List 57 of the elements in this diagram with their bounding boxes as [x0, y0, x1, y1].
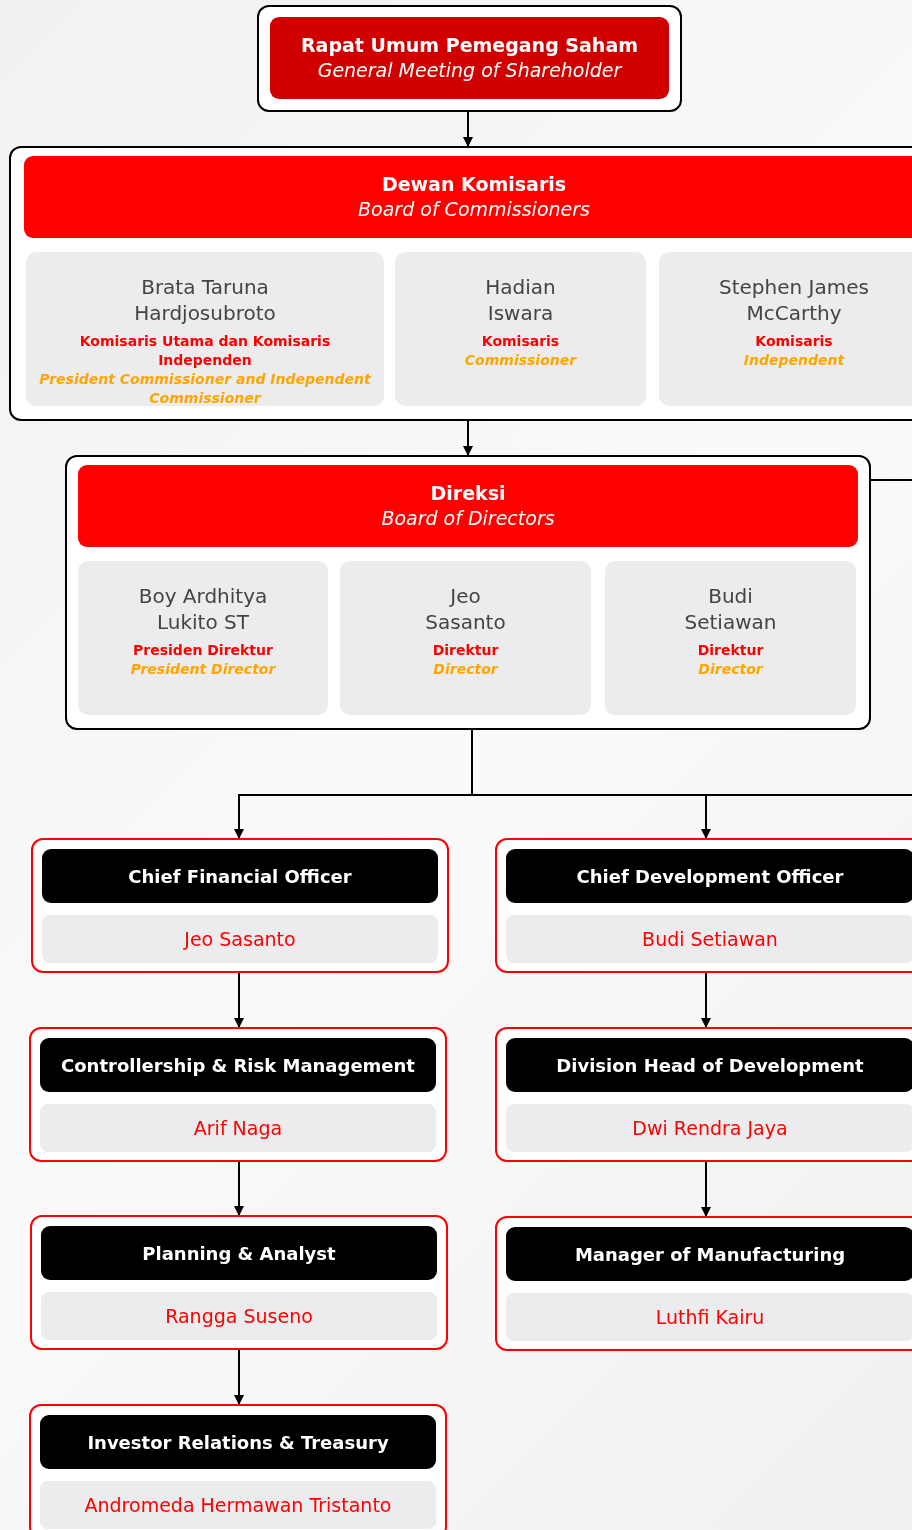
role: Komisaris Utama dan Komisaris Independen — [78, 332, 332, 370]
connector-line — [234, 972, 244, 1028]
position-title: Manager of Manufacturing — [506, 1227, 912, 1281]
person-name: Jeo Sasanto — [424, 583, 507, 635]
person-name: Boy Ardhitya Lukito ST — [137, 583, 269, 635]
person-name: Hadian Iswara — [484, 274, 557, 326]
position-box — [495, 1216, 912, 1351]
connector-line — [701, 1161, 711, 1217]
position-box — [29, 1404, 447, 1530]
title: Dewan Komisaris — [381, 172, 567, 197]
position-box — [29, 1027, 447, 1162]
position-box — [30, 1215, 448, 1350]
connector-line — [463, 420, 473, 456]
role-english: President Director — [130, 660, 276, 679]
english-title: Board of Directors — [381, 506, 555, 531]
connector-line — [463, 111, 473, 147]
role-english: Independent — [743, 351, 845, 370]
position-title: Controllership & Risk Management — [40, 1038, 436, 1092]
person-name: Brata Taruna Hardjosubroto — [133, 274, 277, 326]
role: Direktur — [432, 641, 499, 660]
title: Rapat Umum Pemegang Saham — [300, 33, 638, 58]
connector-line — [471, 729, 711, 839]
person-name: Rangga Suseno — [41, 1292, 437, 1340]
role-english: Director — [698, 660, 763, 679]
org-frame — [9, 146, 912, 421]
person-name: Arif Naga — [40, 1104, 436, 1152]
person-name: Budi Setiawan — [683, 583, 778, 635]
role: Komisaris — [481, 332, 560, 351]
connector-line — [234, 1161, 244, 1216]
english-title: General Meeting of Shareholder — [317, 58, 622, 83]
english-title: Board of Commissioners — [358, 197, 590, 222]
position-title: Investor Relations & Treasury — [40, 1415, 436, 1469]
role-english: President Commissioner and Independent Commissioner — [38, 370, 372, 408]
person-name: Andromeda Hermawan Tristanto — [40, 1481, 436, 1529]
title: Direksi — [430, 481, 506, 506]
position-box — [495, 838, 912, 973]
connector-line — [234, 1349, 244, 1405]
position-box — [31, 838, 449, 973]
person-name: Dwi Rendra Jaya — [506, 1104, 912, 1152]
person-name: Budi Setiawan — [506, 915, 912, 963]
position-title: Chief Financial Officer — [42, 849, 438, 903]
position-title: Division Head of Development — [506, 1038, 912, 1092]
role: Presiden Direktur — [133, 641, 273, 660]
position-title: Chief Development Officer — [506, 849, 912, 903]
person-name: Luthfi Kairu — [506, 1293, 912, 1341]
connector-line — [701, 972, 711, 1028]
org-frame — [257, 5, 682, 112]
person-name: Stephen James McCarthy — [718, 274, 870, 326]
person-name: Jeo Sasanto — [42, 915, 438, 963]
org-frame — [65, 455, 871, 730]
role-english: Director — [433, 660, 498, 679]
role: Komisaris — [755, 332, 833, 351]
position-box — [495, 1027, 912, 1162]
connector-line — [870, 479, 912, 481]
role: Direktur — [697, 641, 764, 660]
position-title: Planning & Analyst — [41, 1226, 437, 1280]
role-english: Commissioner — [464, 351, 577, 370]
